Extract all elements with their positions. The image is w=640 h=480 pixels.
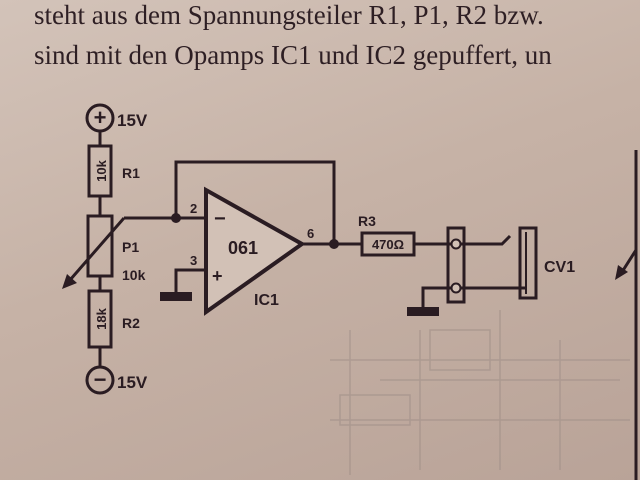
arrow-icon — [615, 265, 628, 280]
pin-3-label: 3 — [190, 253, 197, 268]
resistor-r2: 18k R2 — [87, 289, 140, 349]
jack-connector-cv1: CV1 — [446, 226, 575, 304]
p1-value-label: 10k — [122, 267, 146, 283]
r2-value-label: 18k — [94, 307, 109, 329]
circuit-wires — [98, 132, 526, 366]
opamp-type-label: 061 — [228, 238, 258, 258]
ground-symbol-opamp — [160, 292, 192, 301]
r1-name-label: R1 — [122, 165, 140, 181]
resistor-r3: 470Ω R3 — [358, 213, 416, 257]
opamp-plus-sign: + — [212, 266, 223, 286]
ground-symbol-connector — [407, 307, 439, 316]
potentiometer-p1: P1 10k — [62, 214, 146, 289]
adjacent-figure-edge — [620, 150, 638, 480]
r3-value-label: 470Ω — [372, 237, 404, 252]
r1-value-label: 10k — [94, 159, 109, 181]
r2-name-label: R2 — [122, 315, 140, 331]
opamp-ic1: − + 061 IC1 2 3 6 — [190, 186, 314, 316]
positive-supply: + 15V — [85, 103, 148, 133]
junction-dot-output — [329, 239, 339, 249]
minus-symbol: − — [94, 367, 107, 392]
supply-pos-label: 15V — [117, 111, 148, 130]
supply-neg-label: 15V — [117, 373, 148, 392]
pin-2-label: 2 — [190, 201, 197, 216]
pin-6-label: 6 — [307, 226, 314, 241]
opamp-minus-sign: − — [214, 208, 226, 230]
show-through-ghost — [330, 310, 630, 475]
ic1-name-label: IC1 — [254, 292, 279, 309]
body-text-line-2: sind mit den Opamps IC1 und IC2 gepuffer… — [34, 40, 552, 70]
negative-supply: − 15V — [85, 365, 148, 395]
p1-name-label: P1 — [122, 239, 139, 255]
plus-symbol: + — [94, 105, 107, 130]
r3-name-label: R3 — [358, 213, 376, 229]
junction-dot-input — [171, 213, 181, 223]
connector-name-label: CV1 — [544, 259, 575, 276]
resistor-r1: 10k R1 — [87, 144, 140, 198]
body-text-line-1: steht aus dem Spannungsteiler R1, P1, R2… — [34, 0, 544, 30]
